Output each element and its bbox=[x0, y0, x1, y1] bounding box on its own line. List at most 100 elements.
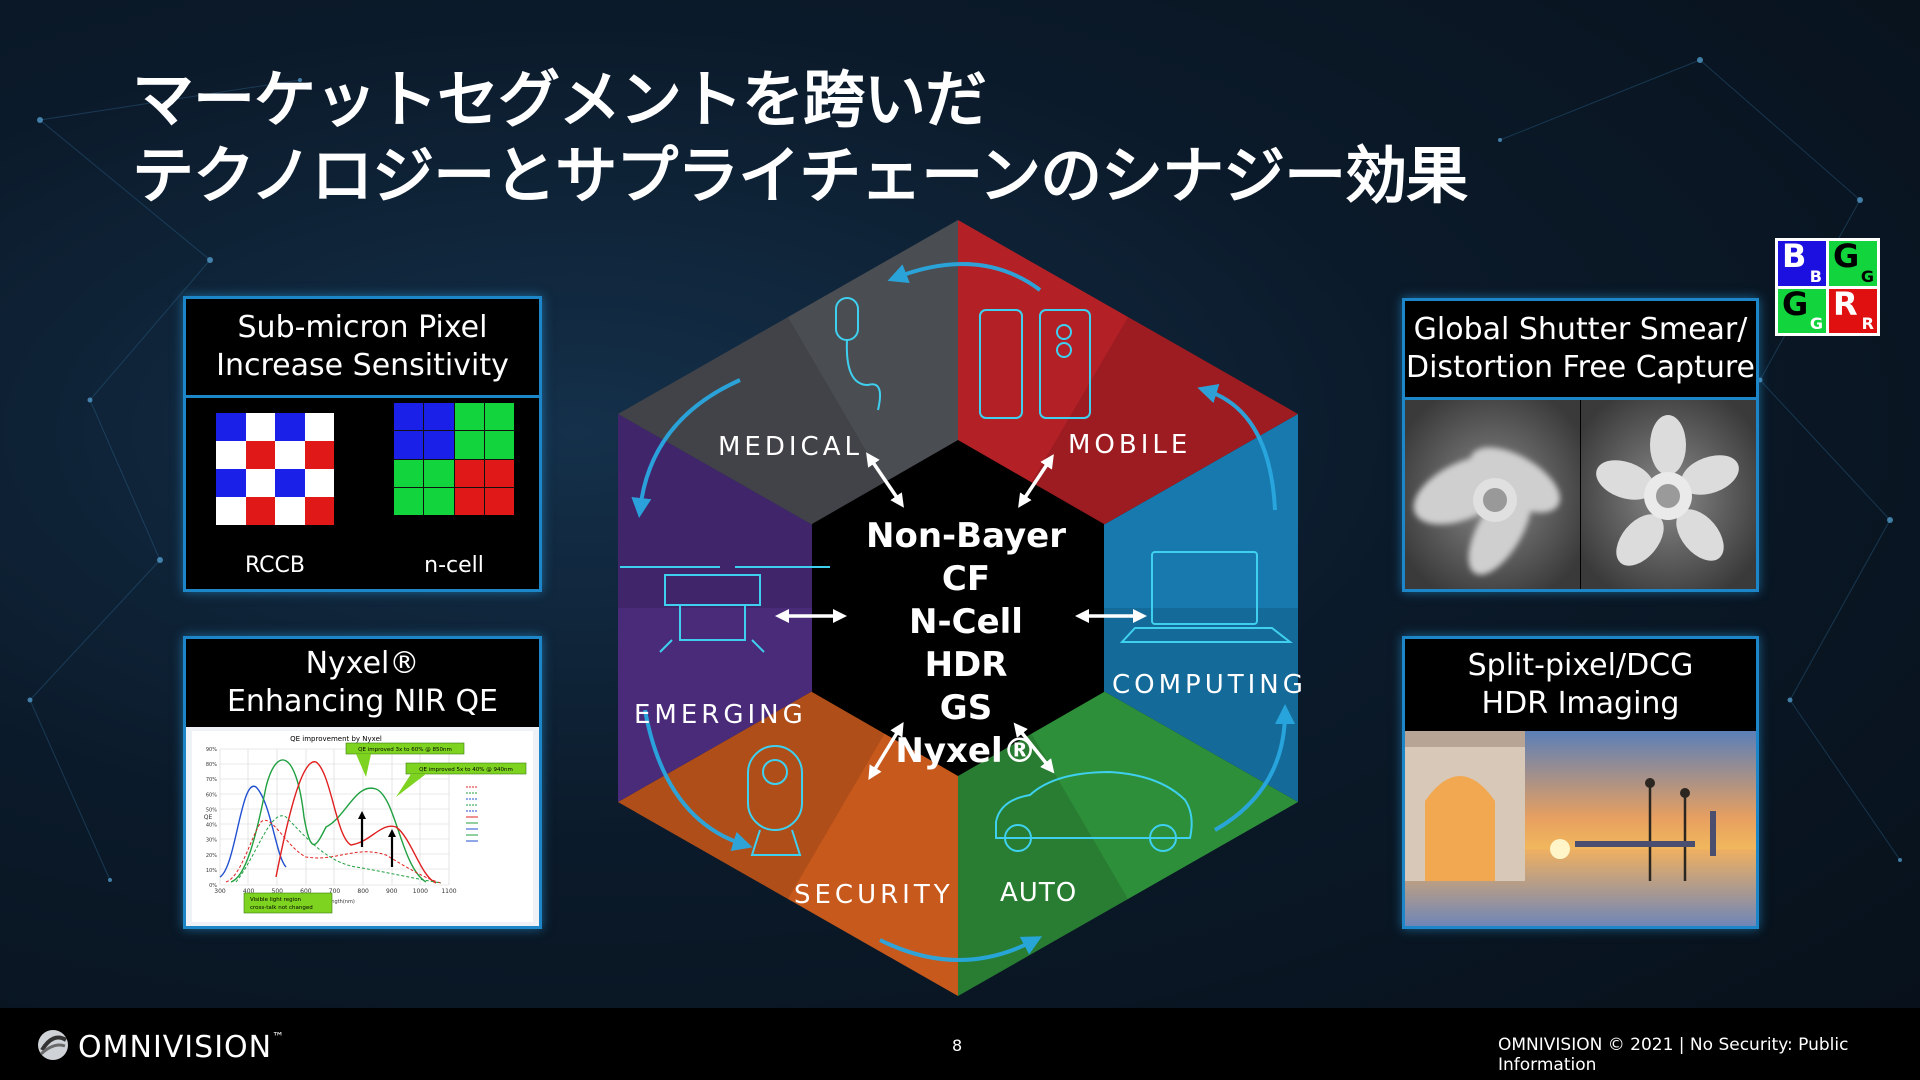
label-auto: AUTO bbox=[1000, 878, 1078, 908]
label-medical: MEDICAL bbox=[718, 432, 863, 462]
bayer-g-large: G bbox=[1833, 237, 1860, 275]
center-technologies: Non-Bayer CF N-Cell HDR GS Nyxel® bbox=[846, 515, 1086, 773]
rccb-cell bbox=[275, 497, 305, 525]
qe-ylabel: QE bbox=[204, 814, 213, 821]
qe-y-tick: 80% bbox=[206, 762, 217, 768]
qe-x-tick: 900 bbox=[386, 888, 398, 895]
qe-xlabel: Wavelength(nm) bbox=[313, 899, 355, 905]
ncell-cell bbox=[394, 459, 424, 487]
qe-x-tick: 500 bbox=[272, 888, 284, 895]
ncell-cell bbox=[484, 487, 514, 515]
computing-laptop-icon bbox=[1119, 551, 1293, 643]
mobile-phone-icon bbox=[979, 309, 1091, 419]
segment-emerging bbox=[618, 414, 958, 802]
auto-car-icon bbox=[995, 770, 1193, 852]
rccb-cell bbox=[245, 441, 275, 469]
label-emerging: EMERGING bbox=[634, 700, 807, 730]
sharp-fan-icon bbox=[1596, 415, 1739, 566]
panel-submicron-pixel: Sub-micron Pixel Increase Sensitivity RC… bbox=[183, 296, 542, 592]
qe-y-tick: 30% bbox=[206, 838, 217, 844]
footer-copyright: OMNIVISION © 2021 | No Security: Public … bbox=[1498, 1035, 1849, 1075]
qe-y-tick: 60% bbox=[206, 792, 217, 798]
ncell-cell bbox=[424, 459, 454, 487]
panel-split-pixel: Split-pixel/DCG HDR Imaging bbox=[1402, 636, 1759, 929]
ncell-cell bbox=[424, 403, 454, 431]
qe-callout-850: QE improved 3x to 60% @ 850nm bbox=[358, 747, 452, 753]
ncell-caption: n-cell bbox=[424, 553, 484, 578]
ncell-cell bbox=[394, 431, 424, 459]
label-mobile: MOBILE bbox=[1068, 430, 1192, 460]
ncell-cell bbox=[454, 403, 484, 431]
ncell-cell bbox=[484, 459, 514, 487]
ncell-cell bbox=[394, 403, 424, 431]
qe-y-tick: 90% bbox=[206, 747, 217, 753]
qe-y-tick: 50% bbox=[206, 807, 217, 813]
ncell-cell bbox=[424, 487, 454, 515]
bayer-r-large: R bbox=[1833, 284, 1858, 323]
rccb-cell bbox=[275, 441, 305, 469]
tech-gs: GS bbox=[939, 688, 993, 728]
segment-computing bbox=[958, 414, 1298, 802]
panel-global-shutter: Global Shutter Smear/ Distortion Free Ca… bbox=[1402, 298, 1759, 592]
slide-title-line1: マーケットセグメントを跨いだ bbox=[132, 63, 987, 136]
bayer-b-small: B bbox=[1809, 266, 1822, 286]
panel-header: Nyxel® Enhancing NIR QE bbox=[186, 639, 539, 727]
bayer-g-large-2: G bbox=[1782, 284, 1809, 323]
qe-y-tick: 40% bbox=[206, 823, 217, 829]
slide-title-line2: テクノロジーとサプライチェーンのシナジー効果 bbox=[132, 139, 1468, 212]
bayer-g-small: G bbox=[1860, 266, 1874, 286]
ncell-pattern bbox=[394, 403, 514, 515]
trademark: ™ bbox=[272, 1030, 286, 1044]
rccb-cell bbox=[304, 413, 334, 441]
tech-ncell: N-Cell bbox=[909, 602, 1023, 642]
qe-curve-blue bbox=[219, 785, 287, 878]
rccb-cell bbox=[245, 469, 275, 497]
emerging-drone-icon bbox=[620, 566, 830, 653]
center-hexagon bbox=[812, 440, 1104, 776]
panel-divider bbox=[1405, 397, 1756, 400]
bayer-pattern-logo: B B G G G G R R bbox=[1775, 237, 1880, 336]
label-computing: COMPUTING bbox=[1112, 670, 1307, 700]
qe-callout-visible-line2: cross-talk not changed bbox=[250, 905, 313, 911]
rccb-cell bbox=[275, 469, 305, 497]
panel-title-line2: Distortion Free Capture bbox=[1406, 350, 1755, 385]
qe-curve-green-baseline bbox=[235, 815, 442, 884]
rccb-cell bbox=[304, 497, 334, 525]
ncell-cell bbox=[484, 431, 514, 459]
panel-title-line1: Sub-micron Pixel bbox=[237, 310, 488, 345]
rccb-cell bbox=[216, 413, 246, 441]
slide-title: マーケットセグメントを跨いだ テクノロジーとサプライチェーンのシナジー効果 bbox=[132, 62, 1732, 214]
qe-x-tick: 800 bbox=[357, 888, 369, 895]
qe-chart-title: QE improvement by Nyxel bbox=[290, 735, 382, 743]
qe-x-tick: 300 bbox=[214, 888, 226, 895]
qe-x-tick: 600 bbox=[300, 888, 312, 895]
bayer-g-small-2: G bbox=[1809, 314, 1823, 333]
qe-callout-940: QE improved 5x to 40% @ 940nm bbox=[419, 767, 513, 773]
panel-title-line1: Split-pixel/DCG bbox=[1467, 648, 1694, 683]
hdr-venice-image bbox=[1405, 731, 1756, 926]
ncell-cell bbox=[454, 487, 484, 515]
qe-y-tick: 0% bbox=[209, 883, 217, 889]
footer-bar bbox=[0, 1008, 1920, 1080]
rccb-cell bbox=[216, 469, 246, 497]
label-security: SECURITY bbox=[794, 880, 954, 910]
qe-x-tick: 400 bbox=[243, 888, 255, 895]
medical-capsule-icon bbox=[835, 297, 881, 411]
rccb-cell bbox=[304, 441, 334, 469]
ncell-cell bbox=[454, 459, 484, 487]
tech-nyxel: Nyxel® bbox=[895, 731, 1037, 771]
panel-divider bbox=[186, 395, 539, 398]
rccb-cell bbox=[245, 413, 275, 441]
qe-y-tick: 20% bbox=[206, 853, 217, 859]
panel-title-line2: Enhancing NIR QE bbox=[226, 684, 499, 719]
rccb-cell bbox=[245, 497, 275, 525]
ncell-cell bbox=[454, 431, 484, 459]
panel-nyxel: Nyxel® Enhancing NIR QE QE improvement b… bbox=[183, 636, 542, 929]
qe-callout-visible-line1: Visible light region bbox=[250, 897, 302, 903]
qe-curve-red-baseline bbox=[225, 819, 442, 884]
rccb-cell bbox=[216, 441, 246, 469]
qe-y-tick: 10% bbox=[206, 868, 217, 874]
omnivision-logo-icon bbox=[38, 1030, 68, 1060]
qe-y-tick: 70% bbox=[206, 777, 217, 783]
global-shutter-image bbox=[1405, 400, 1756, 589]
